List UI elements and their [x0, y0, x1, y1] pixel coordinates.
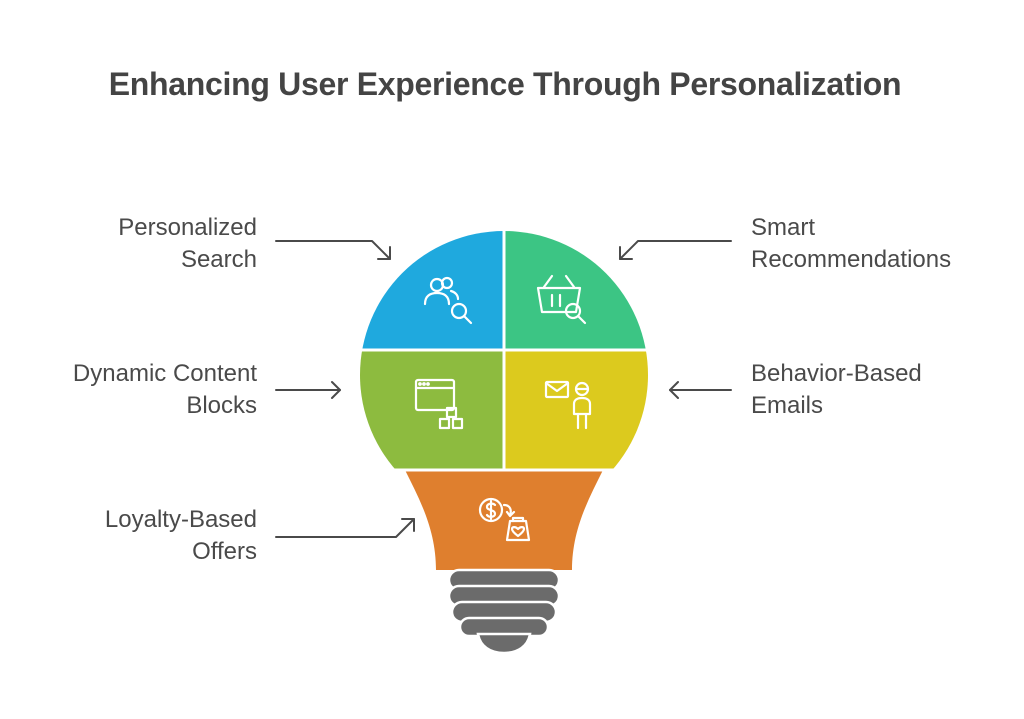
label-line: Personalized — [118, 214, 257, 241]
users-search-icon — [423, 276, 473, 325]
label-line: Smart — [751, 214, 816, 241]
label-line: Dynamic Content — [72, 360, 257, 387]
page-title: Enhancing User Experience Through Person… — [108, 66, 902, 102]
label-personalized-search: Personalized Search — [118, 212, 257, 276]
label-behavior-based-emails: Behavior-Based Emails — [751, 358, 922, 422]
email-person-icon — [544, 380, 592, 430]
label-line: Behavior-Based — [751, 360, 922, 387]
label-line: Search — [180, 246, 257, 273]
segment-loyalty-based-offers — [405, 470, 603, 570]
bulb-base — [447, 568, 561, 655]
arrow-behavior-based-emails — [669, 381, 732, 399]
label-line: Loyalty-Based — [104, 506, 257, 533]
label-smart-recommendations: Smart Recommendations — [751, 212, 951, 276]
basket-search-icon — [536, 274, 587, 325]
label-line: Emails — [751, 392, 824, 419]
coin-heart-bag-icon — [478, 497, 531, 542]
browser-blocks-icon — [414, 378, 464, 430]
segment-behavior-based-emails — [504, 350, 648, 470]
label-line: Recommendations — [751, 246, 952, 273]
arrow-smart-recommendations — [619, 240, 732, 260]
segment-personalized-search — [360, 231, 504, 350]
arrow-personalized-search — [275, 240, 391, 260]
arrow-loyalty-based-offers — [275, 518, 415, 538]
label-loyalty-based-offers: Loyalty-Based Offers — [105, 504, 257, 568]
label-line: Blocks — [186, 392, 257, 419]
label-dynamic-content-blocks: Dynamic Content Blocks — [73, 358, 257, 422]
label-line: Offers — [192, 538, 257, 565]
segment-smart-recommendations — [504, 231, 648, 350]
arrow-dynamic-content-blocks — [275, 381, 341, 399]
